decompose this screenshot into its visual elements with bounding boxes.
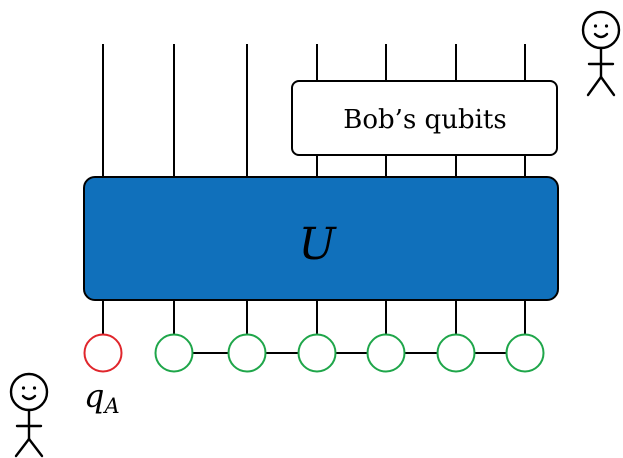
bob-qubits-label: Bob’s qubits <box>343 105 506 135</box>
entangled-qubit <box>436 333 476 373</box>
entangled-qubit <box>154 333 194 373</box>
unitary-label: U <box>298 219 337 270</box>
alice-qubit-label-subscript: A <box>102 394 119 418</box>
bob-stick-figure-icon <box>581 10 621 97</box>
qubits <box>83 333 545 373</box>
alice-qubit-label-main: q <box>84 377 104 415</box>
entangled-qubit <box>366 333 406 373</box>
bob-qubits-box-frame <box>291 80 558 156</box>
entangled-qubit <box>297 333 337 373</box>
entangled-qubit <box>227 333 267 373</box>
entangled-qubit <box>505 333 545 373</box>
unitary-box: U <box>83 176 559 301</box>
unitary-box-frame <box>83 176 559 301</box>
alice-stick-figure-icon <box>9 372 49 458</box>
input-wires <box>102 298 526 336</box>
alice-qubit <box>83 333 123 373</box>
bob-qubits-box: Bob’s qubits <box>291 80 558 156</box>
alice-qubit-label: qA <box>84 377 120 418</box>
